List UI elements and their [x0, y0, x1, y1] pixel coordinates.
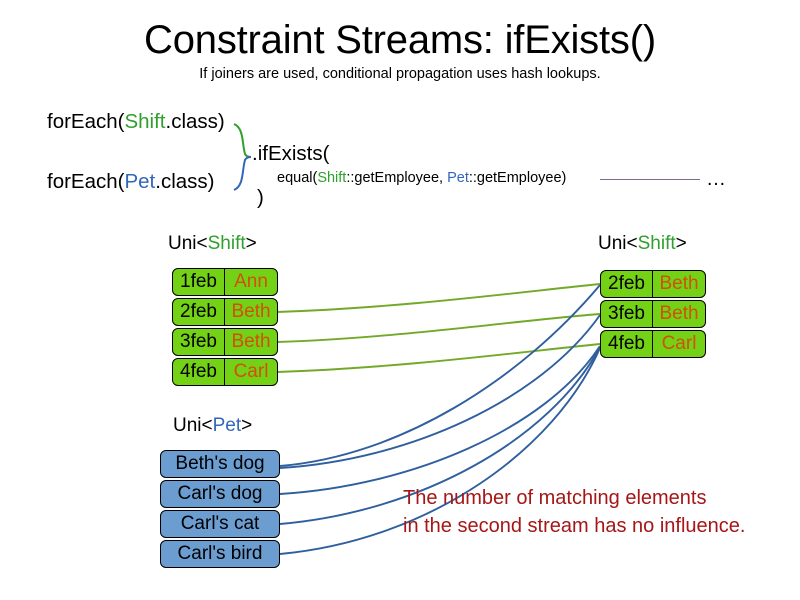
table-row[interactable]: 4feb Carl [172, 358, 278, 386]
label-suffix: > [245, 233, 257, 254]
wire-pet-bethsdog-3feb [279, 314, 601, 469]
table-row[interactable]: 1feb Ann [172, 268, 278, 296]
list-item[interactable]: Carl's cat [160, 510, 280, 538]
list-item[interactable]: Carl's bird [160, 540, 280, 568]
annotation-note: The number of matching elements in the s… [403, 484, 745, 540]
annotation-line-1: The number of matching elements [403, 487, 707, 509]
annotation-line-2: in the second stream has no influence. [403, 515, 746, 537]
stream-label-right-shift: Uni<Shift> [598, 233, 687, 255]
label-suffix: > [241, 415, 253, 436]
table-row[interactable]: 4feb Carl [600, 330, 706, 358]
label-suffix: > [675, 233, 687, 254]
list-item[interactable]: Carl's dog [160, 480, 280, 508]
ellipsis-label: … [706, 168, 726, 190]
page-title: Constraint Streams: ifExists() [144, 18, 656, 62]
label-prefix: Uni< [168, 233, 208, 254]
row-date: 1feb [173, 269, 225, 295]
wire-shift-2feb [276, 283, 601, 313]
code-foreach-pet-prefix: forEach( [47, 170, 125, 193]
code-equal-suffix: ::getEmployee) [468, 170, 567, 186]
label-type: Shift [207, 233, 246, 254]
blue-wire-group [279, 284, 601, 555]
wire-pet-carlsbird-4feb [279, 347, 601, 555]
code-foreach-shift: forEach(Shift.class) [47, 110, 225, 134]
wire-shift-3feb [276, 313, 601, 343]
code-equal-joiner: equal(Shift::getEmployee, Pet::getEmploy… [277, 170, 566, 186]
table-row[interactable]: 2feb Beth [600, 270, 706, 298]
code-equal-prefix: equal( [277, 170, 318, 186]
code-foreach-shift-prefix: forEach( [47, 110, 125, 133]
code-foreach-shift-suffix: .class) [165, 110, 225, 133]
code-equal-type-a: Shift [317, 170, 347, 186]
stream-label-left-shift: Uni<Shift> [168, 233, 257, 255]
row-date: 4feb [601, 331, 653, 357]
row-date: 3feb [601, 301, 653, 327]
row-name: Beth [231, 331, 271, 352]
pet-label: Carl's cat [180, 513, 260, 534]
code-ifexists: .ifExists( [252, 142, 330, 165]
row-name: Beth [659, 273, 699, 294]
label-prefix: Uni< [173, 415, 213, 436]
code-foreach-pet-type: Pet [124, 170, 156, 193]
row-name: Beth [659, 303, 699, 324]
row-name: Beth [231, 301, 271, 322]
row-date: 3feb [173, 329, 225, 355]
label-type: Shift [637, 233, 676, 254]
list-item[interactable]: Beth's dog [160, 450, 280, 478]
code-equal-type-b: Pet [447, 170, 469, 186]
wire-pet-carlsdog-4feb [279, 345, 601, 495]
stream-label-pet: Uni<Pet> [173, 415, 252, 437]
table-row[interactable]: 2feb Beth [172, 298, 278, 326]
row-name: Carl [233, 361, 269, 382]
label-type: Pet [212, 415, 242, 436]
equal-tail-line [600, 179, 700, 180]
code-foreach-pet-suffix: .class) [155, 170, 215, 193]
code-foreach-shift-type: Shift [124, 110, 166, 133]
wire-pet-carlscat-4feb [279, 346, 601, 525]
code-equal-mid: ::getEmployee, [346, 170, 448, 186]
row-name: Ann [234, 271, 268, 292]
code-close-paren: ) [257, 186, 264, 209]
wire-shift-4feb [276, 343, 601, 373]
code-foreach-pet: forEach(Pet.class) [47, 170, 215, 194]
label-prefix: Uni< [598, 233, 638, 254]
row-date: 2feb [601, 271, 653, 297]
row-name: Carl [661, 333, 697, 354]
brace-icon [233, 123, 252, 191]
green-wire-group [276, 283, 601, 373]
row-date: 4feb [173, 359, 225, 385]
table-row[interactable]: 3feb Beth [600, 300, 706, 328]
pet-label: Carl's bird [177, 543, 263, 564]
table-row[interactable]: 3feb Beth [172, 328, 278, 356]
page-subtitle: If joiners are used, conditional propaga… [199, 66, 601, 82]
wire-pet-bethsdog-2feb [279, 284, 601, 467]
row-date: 2feb [173, 299, 225, 325]
pet-label: Carl's dog [177, 483, 263, 504]
pet-label: Beth's dog [175, 453, 265, 474]
